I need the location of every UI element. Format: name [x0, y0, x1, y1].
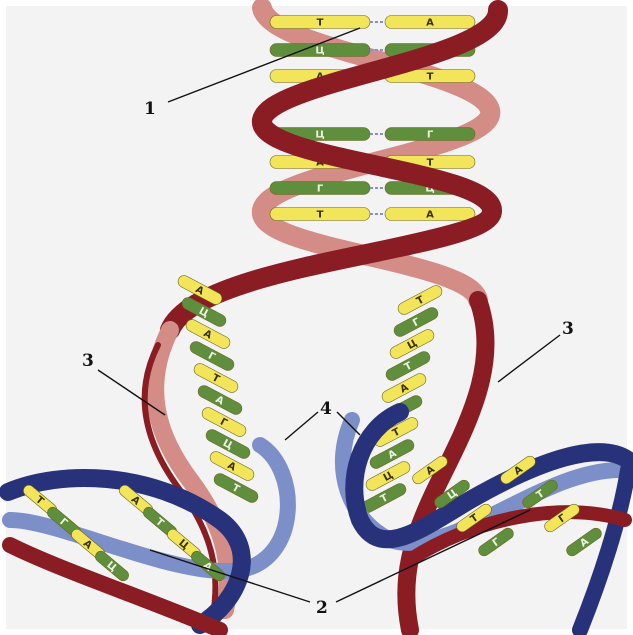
callout-3-left: 3	[82, 351, 94, 371]
base-left-letter: Ц	[315, 46, 324, 57]
base-right: А	[385, 16, 475, 29]
base-right-letter: А	[426, 210, 434, 221]
base-left-letter: Т	[317, 210, 324, 221]
callout-1: 1	[144, 99, 156, 119]
base-left-letter: Т	[317, 18, 324, 29]
base-left-letter: Ц	[315, 130, 324, 141]
callout-4: 4	[320, 399, 332, 419]
base-right-letter: Т	[427, 72, 434, 83]
base-right-letter: Т	[427, 158, 434, 169]
base-left: Т	[270, 208, 370, 221]
base-right: Г	[385, 128, 475, 141]
base-left: Ц	[270, 44, 370, 57]
callout-3-right: 3	[562, 319, 574, 339]
base-left-letter: Г	[317, 184, 324, 195]
base-left: Г	[270, 182, 370, 195]
callout-2: 2	[316, 598, 328, 618]
base-right: А	[385, 208, 475, 221]
base-right-letter: А	[426, 18, 434, 29]
base-right-letter: Г	[427, 130, 434, 141]
base-left: Т	[270, 16, 370, 29]
